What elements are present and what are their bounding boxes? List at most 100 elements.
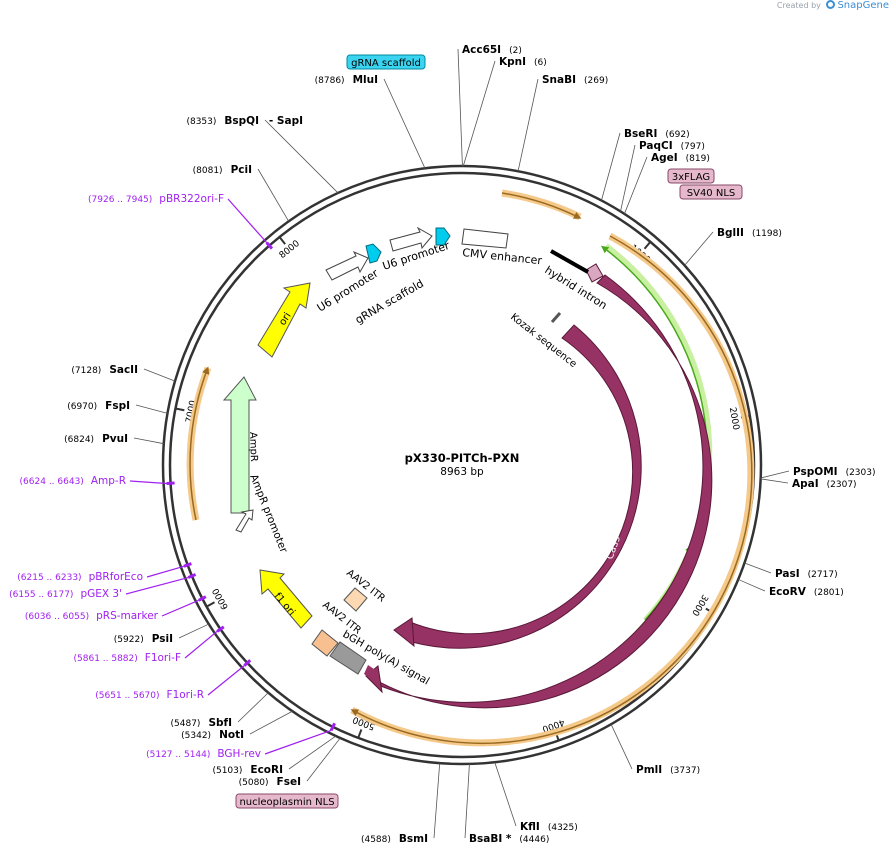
site-leader-pcii bbox=[257, 168, 290, 222]
orange-arc-right-core bbox=[350, 235, 753, 745]
primer-range: (7926 .. 7945) bbox=[88, 195, 152, 205]
primer-mark-pbr322ori-f bbox=[265, 241, 274, 250]
primer-leader-pbrforeco bbox=[146, 565, 185, 578]
tick-label-3000: 3000 bbox=[689, 592, 709, 617]
site-name: BglII bbox=[717, 227, 744, 239]
site-leader-bseri bbox=[601, 132, 621, 201]
site-name: BsaBI * bbox=[469, 833, 512, 845]
primer-mark-f1ori-f bbox=[216, 625, 225, 633]
primer-mark-prs-marker bbox=[198, 595, 207, 602]
site-label-kpni: KpnI(6) bbox=[499, 56, 547, 68]
site-position: (4588) bbox=[361, 835, 391, 845]
site-name: PciI bbox=[231, 164, 252, 176]
site-name: PsiI bbox=[152, 633, 173, 645]
site-name: BseRI bbox=[624, 128, 657, 140]
site-position: (4325) bbox=[548, 823, 578, 833]
site-label-fspi: (6970) FspI bbox=[67, 400, 130, 412]
site-position: (1198) bbox=[752, 229, 782, 239]
primer-leader-f1ori-f bbox=[184, 630, 218, 659]
site-label-paqci: PaqCI(797) bbox=[639, 140, 705, 152]
primer-label-f1ori-f: (5861 .. 5882)F1ori-F bbox=[74, 652, 182, 664]
ori-arrow bbox=[257, 282, 311, 358]
primer-name: pRS-marker bbox=[96, 610, 159, 622]
primer-name: F1ori-R bbox=[167, 689, 204, 701]
nucleoplasmin-nls-segment bbox=[364, 665, 377, 680]
cas9-inner-arrowhead bbox=[393, 617, 415, 648]
primer-range: (6624 .. 6643) bbox=[20, 477, 84, 487]
site-label-agei: AgeI(819) bbox=[651, 152, 710, 164]
orange-arc-left-core bbox=[189, 366, 210, 521]
site-leader-bsmi bbox=[433, 763, 441, 839]
tick-label-6000: 6000 bbox=[211, 586, 231, 611]
primer-marks bbox=[125, 198, 336, 755]
site-position: (8353) bbox=[186, 117, 216, 127]
primer-leader-prs-marker bbox=[161, 599, 199, 617]
site-name: FspI bbox=[105, 400, 130, 412]
boxed-label-nucleoplasmin-nls: nucleoplasmin NLS bbox=[235, 793, 339, 809]
site-name: FseI bbox=[277, 776, 301, 788]
primer-label-pbr322ori-f: (7926 .. 7945) pBR322ori-F bbox=[88, 193, 224, 205]
site-name: NotI bbox=[219, 729, 244, 741]
site-label-kfli: KflI (4325) bbox=[520, 821, 578, 833]
site-name: PasI bbox=[775, 568, 800, 580]
primer-labels: (7926 .. 7945) pBR322ori-F (6624 .. 6643) A… bbox=[9, 193, 261, 760]
site-leader-kfli bbox=[494, 762, 517, 827]
site-position: (269) bbox=[584, 76, 608, 86]
flag-tag-segment bbox=[585, 263, 604, 283]
primer-mark-amp-r bbox=[166, 481, 175, 486]
site-leader-bspqi bbox=[264, 119, 339, 194]
site-name: Acc65I bbox=[462, 44, 501, 56]
primer-label-prs-marker: (6036 .. 6055) pRS-marker bbox=[25, 610, 159, 622]
primer-range: (6036 .. 6055) bbox=[25, 612, 89, 622]
snapgene-logo-icon bbox=[826, 0, 836, 9]
boxed-label-3xflag: 3xFLAG bbox=[667, 168, 715, 184]
site-name: - SapI bbox=[269, 115, 303, 127]
site-leader-pspomi bbox=[760, 470, 790, 479]
site-position: (5487) bbox=[171, 719, 201, 729]
primer-mark-f1ori-r bbox=[243, 659, 252, 667]
site-position: (2) bbox=[509, 46, 522, 56]
ampr-promoter-arrow bbox=[235, 509, 254, 533]
site-name: MluI bbox=[353, 74, 378, 86]
primer-name: Amp-R bbox=[91, 475, 126, 487]
primer-label-pbrforeco: (6215 .. 6233)pBRforEco bbox=[17, 571, 143, 583]
site-position: (8786) bbox=[315, 76, 345, 86]
site-leader-agei bbox=[624, 156, 648, 215]
tick-8000 bbox=[278, 236, 286, 245]
site-label-pvui: (6824)PvuI bbox=[64, 433, 128, 445]
site-name: PaqCI bbox=[639, 140, 673, 152]
site-label-apai: ApaI(2307) bbox=[792, 478, 857, 490]
site-label-pmli: PmlI(3737) bbox=[636, 764, 700, 776]
site-position: (5080) bbox=[239, 778, 269, 788]
site-position: (5922) bbox=[114, 635, 144, 645]
site-leader-sacii bbox=[143, 368, 176, 382]
boxed-label-3xflag-text: 3xFLAG bbox=[672, 172, 710, 183]
site-leader-acc65i bbox=[457, 48, 463, 167]
site-label-snabi: SnaBI (269) bbox=[542, 74, 608, 86]
primer-label-bgh-rev: (5127 .. 5144)BGH-rev bbox=[146, 748, 261, 760]
ampr-arrow bbox=[222, 376, 257, 514]
site-name: SbfI bbox=[208, 717, 232, 729]
site-position: (2303) bbox=[846, 468, 876, 478]
site-position: (6970) bbox=[67, 402, 97, 412]
cmv-enhancer-arrow bbox=[461, 228, 509, 249]
tick-1000 bbox=[643, 241, 652, 250]
primer-leader-bgh-rev bbox=[264, 729, 332, 755]
site-name: SacII bbox=[109, 364, 138, 376]
feature-label-cas9-outer: Cas9 bbox=[649, 560, 669, 587]
site-name: KflI bbox=[520, 821, 540, 833]
site-label-bsmi: (4588)BsmI bbox=[361, 833, 428, 845]
site-leader-psii bbox=[178, 623, 209, 639]
kozak-segment bbox=[550, 312, 562, 323]
site-label-ecorv: EcoRV(2801) bbox=[769, 586, 844, 598]
feature-label-ampr: AmpR bbox=[247, 432, 259, 462]
site-name: SnaBI bbox=[542, 74, 576, 86]
site-position: (2717) bbox=[808, 570, 838, 580]
primer-range: (5651 .. 5670) bbox=[95, 691, 159, 701]
primer-name: pBR322ori-F bbox=[159, 193, 224, 205]
aav2-itr-box-1 bbox=[343, 587, 368, 612]
site-position: (8081) bbox=[193, 166, 223, 176]
primer-range: (5127 .. 5144) bbox=[146, 750, 210, 760]
site-name: EcoRI bbox=[250, 764, 283, 776]
